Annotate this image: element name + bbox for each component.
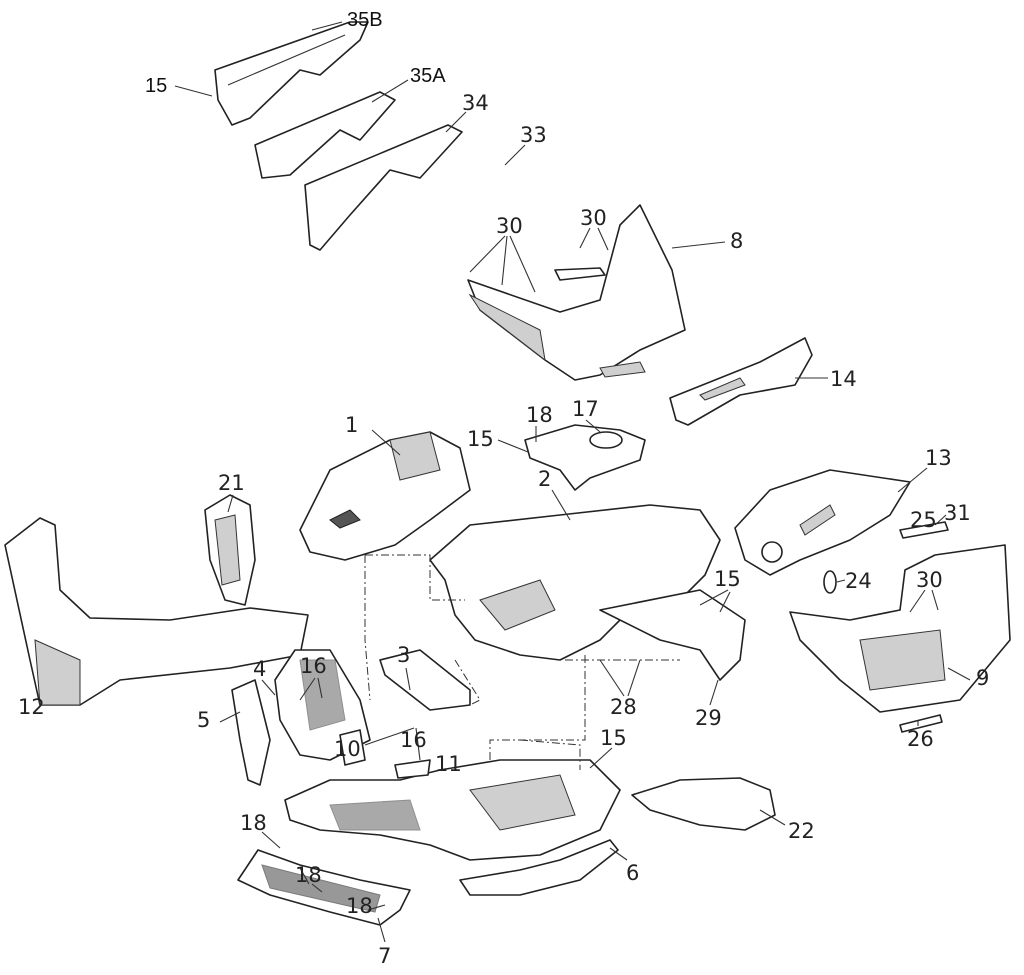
callout-14: 14	[830, 367, 857, 391]
callout-24: 24	[845, 569, 872, 593]
callout-10: 10	[334, 737, 361, 761]
callout-18: 18	[526, 403, 553, 427]
part-4-front-bumper	[274, 649, 371, 761]
callout-22: 22	[788, 819, 815, 843]
callout-30: 30	[916, 568, 943, 592]
callout-35b: 35B	[347, 9, 383, 31]
part-1-headlight-cover	[299, 431, 471, 561]
callout-6: 6	[626, 861, 639, 885]
callout-3: 3	[397, 643, 410, 667]
part-3-bracket	[379, 649, 471, 711]
part-34-sticker	[304, 124, 463, 251]
part-8-rear-fender-left	[467, 204, 686, 381]
part-14-footrest	[669, 337, 813, 426]
part-35a-sticker	[254, 91, 396, 179]
callout-15: 15	[467, 427, 494, 451]
assembly-lines	[364, 554, 680, 770]
callout-17: 17	[572, 397, 599, 421]
callout-4: 4	[253, 657, 266, 681]
callout-21: 21	[218, 471, 245, 495]
part-7-grille	[237, 849, 411, 926]
callout-25: 25	[910, 508, 937, 532]
callout-31: 31	[944, 501, 971, 525]
callout-labels: 35B 15 35A 34 33 30 30 8 14 18 17 15 1 1…	[18, 9, 989, 968]
callout-29: 29	[695, 706, 722, 730]
callout-34: 34	[462, 91, 489, 115]
callout-16: 16	[400, 728, 427, 752]
callout-26: 26	[907, 727, 934, 751]
part-9-rear-fender-right	[789, 544, 1011, 713]
callout-7: 7	[378, 944, 391, 968]
callout-16: 16	[300, 654, 327, 678]
part-21-reflector	[204, 494, 256, 606]
callout-30: 30	[496, 214, 523, 238]
leader-lines	[174, 21, 971, 943]
callout-35a: 35A	[410, 65, 446, 87]
part-12-seat	[4, 517, 309, 706]
part-35b-panel	[214, 21, 369, 126]
part-22-side-trim	[631, 777, 776, 831]
part-17-console	[524, 424, 646, 491]
callout-30: 30	[580, 206, 607, 230]
part-24-grommet	[823, 570, 837, 594]
callout-18: 18	[295, 863, 322, 887]
callout-15: 15	[145, 75, 167, 97]
part-2-front-fender	[429, 504, 746, 681]
callout-33: 33	[520, 123, 547, 147]
part-5-trim	[231, 679, 271, 786]
part-13-side-panel	[734, 469, 911, 576]
callout-1: 1	[345, 413, 358, 437]
part-10-bracket	[339, 729, 366, 766]
callout-5: 5	[197, 708, 210, 732]
callout-12: 12	[18, 695, 45, 719]
part-11-bracket	[394, 759, 431, 779]
part-6-trim	[459, 839, 619, 896]
part-25-bracket	[899, 521, 949, 539]
callout-13: 13	[925, 446, 952, 470]
callout-11: 11	[435, 752, 462, 776]
callout-28: 28	[610, 695, 637, 719]
callout-15: 15	[600, 726, 627, 750]
callout-9: 9	[976, 666, 989, 690]
callout-18: 18	[240, 811, 267, 835]
part-26-plate	[899, 714, 943, 733]
callout-15: 15	[714, 567, 741, 591]
callout-18: 18	[346, 894, 373, 918]
callout-8: 8	[730, 229, 743, 253]
callout-2: 2	[538, 467, 551, 491]
